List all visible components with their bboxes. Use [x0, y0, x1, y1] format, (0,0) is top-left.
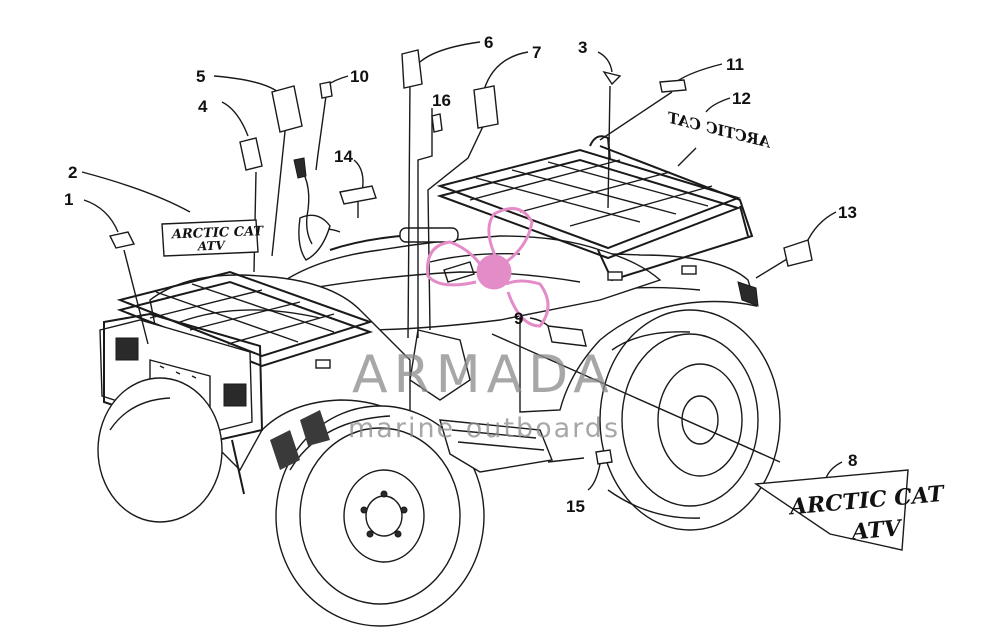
handlebar: [293, 157, 459, 261]
rear-rack: [436, 135, 754, 282]
watermark-title: ARMADA: [352, 345, 615, 405]
watermark: ARMADA marine outboards: [348, 207, 620, 444]
front-left-wheel: [97, 377, 223, 523]
callout-14: 14: [334, 147, 353, 166]
callout-labels: 1 2 3 4 5 6 7 8 9 10 11 12 13 14 15 16: [64, 33, 857, 516]
callout-13: 13: [838, 203, 857, 222]
side-logo-line2: ATV: [849, 515, 904, 546]
callout-6: 6: [484, 33, 493, 52]
callout-11: 11: [726, 55, 744, 74]
rear-right-wheel: [599, 309, 781, 531]
rear-logo-mirrored: ARCTIC CAT: [664, 108, 774, 152]
atv-illustration: [81, 41, 909, 627]
callout-9: 9: [514, 309, 523, 328]
callout-15: 15: [566, 497, 585, 516]
front-logo-line2: ATV: [197, 238, 227, 253]
callout-2: 2: [68, 163, 77, 182]
callout-16: 16: [432, 91, 451, 110]
watermark-subtitle: marine outboards: [348, 413, 620, 444]
callout-8: 8: [848, 451, 857, 470]
callout-7: 7: [532, 43, 541, 62]
footrest: [270, 329, 553, 473]
callout-10: 10: [350, 67, 369, 86]
front-right-wheel: [275, 405, 485, 627]
decal-shapes: [108, 49, 909, 551]
callout-12: 12: [732, 89, 751, 108]
front-logo-line1: ARCTIC CAT: [170, 224, 265, 242]
callout-3: 3: [578, 38, 587, 57]
callout-1: 1: [64, 190, 73, 209]
callout-4: 4: [198, 97, 208, 116]
callout-5: 5: [196, 67, 205, 86]
watermark-propeller-logo: [425, 207, 550, 328]
